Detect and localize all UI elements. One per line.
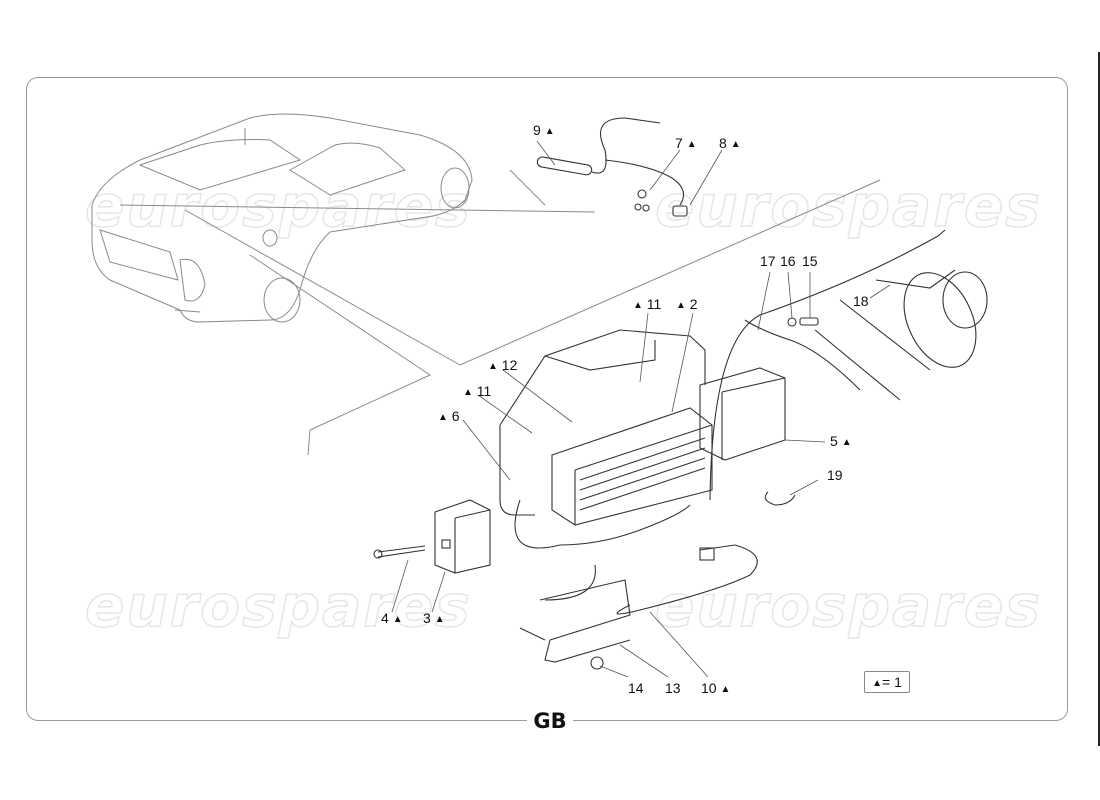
callout-14: 14 [628,680,644,696]
callout-3: 3 ▲ [423,610,445,626]
part-wiring-harness [514,499,758,615]
part-cable-tie [764,491,796,506]
leader-lines [391,140,891,678]
callout-8: 8 ▲ [719,135,741,151]
callout-11-upper: ▲ 11 [633,296,662,312]
watermark: eurospares [84,571,472,641]
callout-16: 16 [780,253,796,269]
part-hose [709,229,988,501]
part-siren-module [434,499,491,574]
callout-9: 9 ▲ [533,122,555,138]
callout-10: 10 ▲ [701,680,731,696]
part-alarm-control-unit [551,407,713,526]
watermark: eurospares [654,171,1042,241]
callout-13: 13 [665,680,681,696]
car-illustration [91,113,473,323]
callout-7: 7 ▲ [675,135,697,151]
part-nut [590,656,604,670]
callout-18: 18 [853,293,869,309]
part-antenna [536,117,688,217]
callout-15: 15 [802,253,818,269]
legend-quantity-box: ▲= 1 [864,671,910,693]
part-bracket [519,579,631,663]
part-screw [373,545,426,559]
section-title: GB [527,707,573,735]
part-bolt [799,317,819,326]
callout-4: 4 ▲ [381,610,403,626]
callout-11-lower: ▲ 11 [463,383,492,399]
callout-19: 19 [827,467,843,483]
callout-2: ▲ 2 [676,296,698,312]
callout-5: 5 ▲ [830,433,852,449]
part-washer [787,317,797,327]
callout-6: ▲ 6 [438,408,460,424]
watermark: eurospares [654,571,1042,641]
callout-12: ▲ 12 [488,357,518,373]
watermark: eurospares [84,171,472,241]
part-mounting-panel [499,329,706,516]
page-edge-rule [1098,52,1100,746]
callout-17: 17 [760,253,776,269]
